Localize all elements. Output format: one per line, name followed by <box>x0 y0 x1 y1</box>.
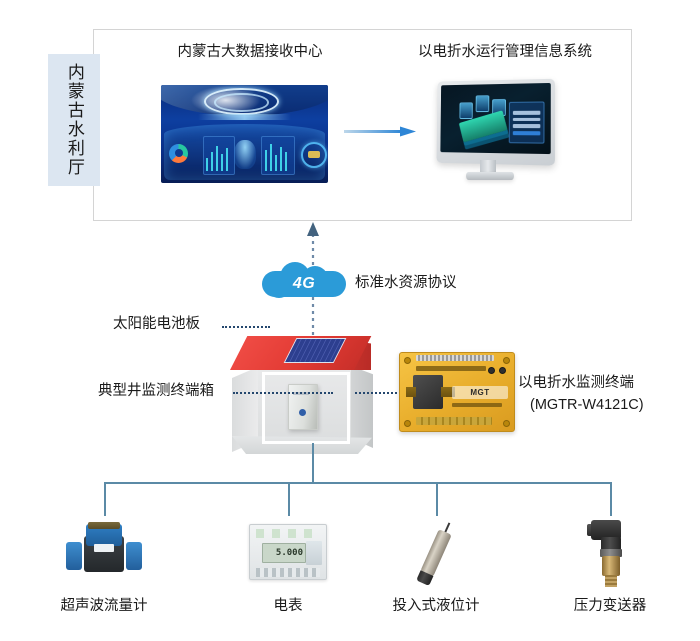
device-label: 投入式液位计 <box>392 598 480 614</box>
led-video-wall-icon <box>161 85 328 183</box>
terminal-model: (MGTR-W4121C) <box>530 397 644 414</box>
desktop-monitor-icon <box>434 78 555 184</box>
pcb-board-icon: MGT <box>399 352 515 432</box>
terminal-cabinet-icon <box>288 384 318 430</box>
solar-panel-label: 太阳能电池板 <box>113 316 200 332</box>
device-drop-wire-3 <box>436 482 438 516</box>
right-arrow-icon <box>344 126 416 137</box>
cloud-label: 4G <box>292 275 316 292</box>
device-label: 电表 <box>273 598 303 614</box>
management-system-caption: 以电折水运行管理信息系统 <box>418 44 592 60</box>
device-submersible-level-gauge: 投入式液位计 <box>351 516 521 615</box>
device-pressure-transmitter: 压力变送器 <box>525 516 695 615</box>
pressure-transmitter-icon <box>525 516 695 588</box>
agency-label-box: 内蒙古水利厅 <box>48 54 100 186</box>
device-drop-wire-4 <box>610 482 612 516</box>
terminal-label-group: 以电折水监测终端 (MGTR-W4121C) <box>518 372 644 417</box>
device-ultrasonic-flow-meter: 超声波流量计 <box>19 516 189 615</box>
device-label: 压力变送器 <box>573 598 647 614</box>
terminal-cabinet-label: 典型井监测终端箱 <box>98 383 214 399</box>
cloud-icon: 4G <box>262 260 346 300</box>
cabinet-callout-line-left <box>233 392 333 394</box>
device-drop-wire-1 <box>104 482 106 516</box>
house-drop-wire <box>312 443 314 483</box>
device-drop-wire-2 <box>288 482 290 516</box>
device-electric-meter: 5.000 电表 <box>203 516 373 615</box>
solar-callout-line <box>222 326 270 328</box>
electric-meter-icon: 5.000 <box>203 516 373 588</box>
agency-name: 内蒙古水利厅 <box>64 63 84 177</box>
submersible-level-gauge-icon <box>351 516 521 588</box>
ultrasonic-flow-meter-icon <box>19 516 189 588</box>
bigdata-center-caption: 内蒙古大数据接收中心 <box>177 44 323 60</box>
device-label: 超声波流量计 <box>60 598 148 614</box>
pcb-brand-text: MGT <box>452 386 508 399</box>
meter-display-value: 5.000 <box>262 543 306 563</box>
terminal-name: 以电折水监测终端 <box>518 375 634 391</box>
up-arrow-dotted-icon <box>307 222 319 342</box>
cabinet-callout-line-right <box>355 392 401 394</box>
well-house-icon <box>228 332 374 456</box>
protocol-label: 标准水资源协议 <box>355 275 457 291</box>
device-bus-wire <box>104 482 612 484</box>
